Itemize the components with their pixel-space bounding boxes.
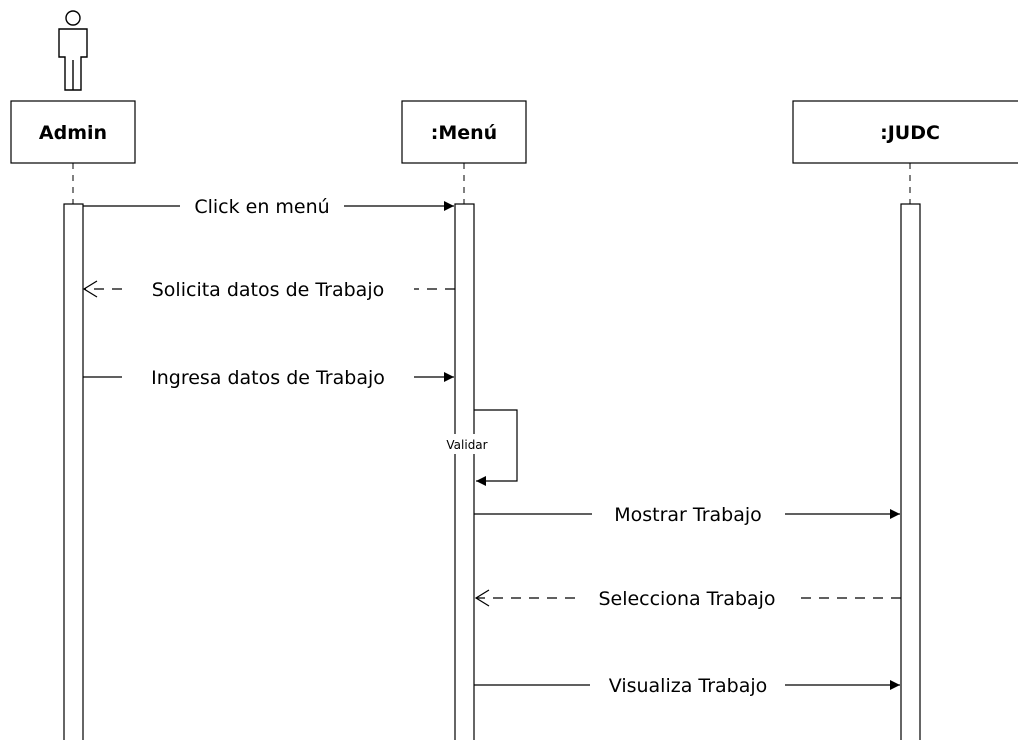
message-label: Solicita datos de Trabajo [152,279,384,301]
participant-judc-label: :JUDC [880,122,940,144]
participant-menu-label: :Menú [431,122,497,144]
message-label: Mostrar Trabajo [614,504,762,526]
message-label: Visualiza Trabajo [609,675,768,697]
message-label: Ingresa datos de Trabajo [151,367,385,389]
actor-icon [58,10,88,91]
message-click-en-menu: Click en menú [83,196,454,218]
activation-admin [63,203,84,740]
message-validar: Validar [444,409,518,486]
message-ingresa-datos: Ingresa datos de Trabajo [83,367,454,389]
activation-judc [900,203,921,740]
activation-menu [454,203,475,740]
message-label: Validar [446,438,487,452]
message-label: Selecciona Trabajo [598,588,775,610]
participant-menu: :Menú [401,100,527,164]
message-mostrar-trabajo: Mostrar Trabajo [474,504,900,526]
participant-judc: :JUDC [792,100,1018,164]
message-solicita-datos: Solicita datos de Trabajo [82,279,455,301]
participant-admin-label: Admin [39,122,107,144]
message-label: Click en menú [194,196,329,218]
participant-admin: Admin [10,100,136,164]
message-selecciona-trabajo: Selecciona Trabajo [474,588,901,610]
message-visualiza-trabajo: Visualiza Trabajo [474,675,900,697]
